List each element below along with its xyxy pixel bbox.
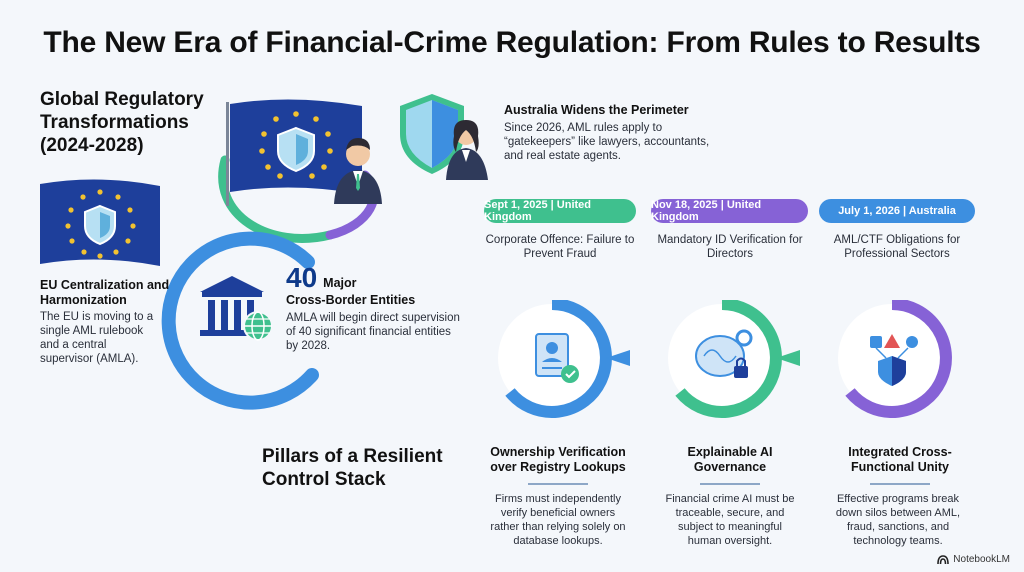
pillar-body-integrated: Effective programs break down silos betw… (835, 493, 961, 547)
page-title: The New Era of Financial-Crime Regulatio… (43, 26, 981, 59)
australia-heading: Australia Widens the Perimeter (504, 103, 689, 117)
timeline-date: Sept 1, 2025 | United Kingdom (484, 199, 592, 223)
timeline-date: July 1, 2026 | Australia (838, 205, 956, 217)
amla-heading-suffix: Major (323, 276, 357, 290)
timeline-desc-uk-fraud: Corporate Offence: Failure to Prevent Fr… (485, 234, 635, 260)
footer-brand-label: NotebookLM (953, 554, 1010, 565)
australia-shield-person-icon (400, 94, 488, 180)
eu-flag-icon (40, 179, 160, 266)
notebooklm-logo-icon (937, 554, 950, 564)
pillar-title-integrated: Integrated Cross-Functional Unity (848, 445, 952, 474)
bank-globe-icon (200, 276, 273, 341)
pillar-title-ownership: Ownership Verification over Registry Loo… (490, 445, 626, 474)
amla-body: AMLA will begin direct supervision of 40… (286, 312, 460, 352)
amla-heading-line2: Cross-Border Entities (286, 293, 416, 307)
pillar-body-ownership: Firms must independently verify benefici… (490, 493, 626, 547)
pillar-circle-integrated (838, 300, 952, 418)
footer-brand: NotebookLM (937, 554, 1010, 565)
timeline-date: Nov 18, 2025 | United Kingdom (651, 199, 762, 223)
pillars-heading: Pillars of a Resilient Control Stack (262, 446, 443, 490)
pillar-circles (498, 300, 952, 418)
pillar-circle-ownership (498, 300, 630, 418)
eu-body: The EU is moving to a single AML ruleboo… (40, 311, 154, 365)
amla-number: 40 (286, 262, 318, 293)
amla-number-row: 40 Major (286, 262, 486, 294)
global-heading: Global Regulatory Transformations (2024-… (40, 89, 204, 156)
pillar-divider (528, 483, 588, 485)
eu-heading: EU Centralization and Harmonization (40, 278, 170, 307)
australia-body: Since 2026, AML rules apply to “gatekeep… (504, 122, 710, 162)
pillar-divider (870, 483, 930, 485)
pillar-body-ai: Financial crime AI must be traceable, se… (665, 493, 795, 547)
timeline-pill-uk-fraud: Sept 1, 2025 | United Kingdom (484, 199, 636, 223)
pillar-divider (700, 483, 760, 485)
timeline-desc-australia: AML/CTF Obligations for Professional Sec… (833, 234, 961, 260)
timeline-desc-uk-id: Mandatory ID Verification for Directors (657, 234, 803, 260)
timeline-pill-uk-id: Nov 18, 2025 | United Kingdom (651, 199, 808, 223)
pillar-title-ai: Explainable AI Governance (687, 445, 773, 474)
eu-official-icon (226, 99, 382, 206)
timeline-pill-australia: July 1, 2026 | Australia (819, 199, 975, 223)
pillar-circle-ai (668, 300, 800, 418)
